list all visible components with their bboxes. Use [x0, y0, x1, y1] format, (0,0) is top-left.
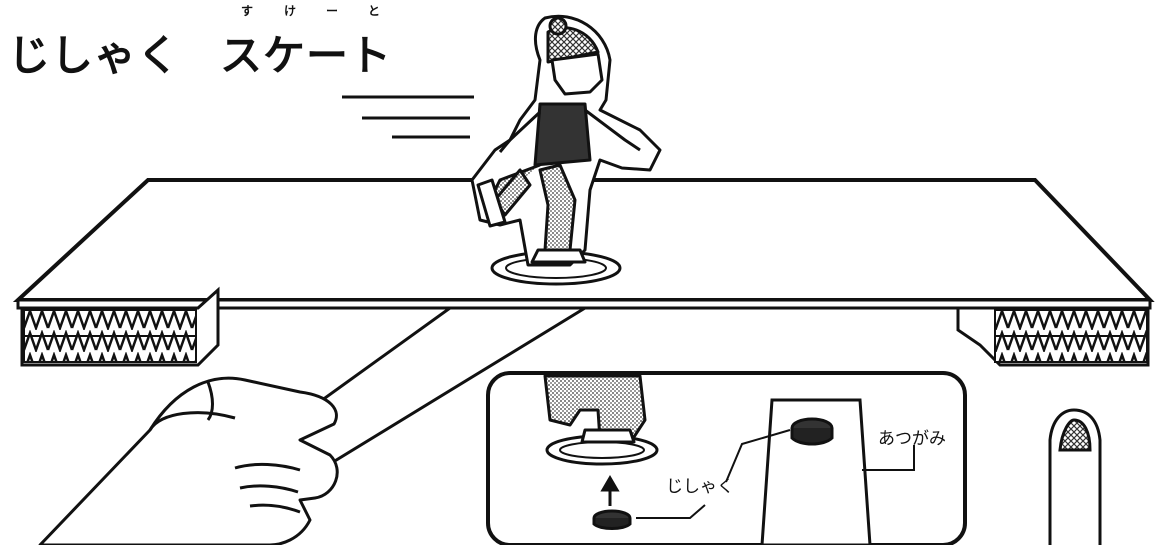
speed-lines — [342, 95, 474, 139]
inset-skater-legs — [543, 374, 659, 466]
inset-panel — [486, 371, 967, 545]
ruby-long: ー — [326, 4, 339, 18]
finger — [1048, 408, 1102, 545]
page-title: じしゃくスケート — [8, 22, 392, 83]
title-main: じしゃく — [8, 31, 181, 80]
magnet-label: じしゃく — [666, 477, 734, 497]
cardboard-section — [760, 398, 872, 545]
small-magnet — [592, 475, 632, 530]
ruby-su: す — [241, 4, 254, 18]
ruby-ke: け — [284, 4, 297, 18]
title-sub: スケート — [220, 31, 393, 80]
leader-lines — [636, 429, 915, 519]
cardboard-label: あつがみ — [878, 429, 946, 449]
skater-figure — [470, 14, 662, 286]
ruby-to: と — [368, 4, 381, 18]
hand — [38, 376, 339, 545]
